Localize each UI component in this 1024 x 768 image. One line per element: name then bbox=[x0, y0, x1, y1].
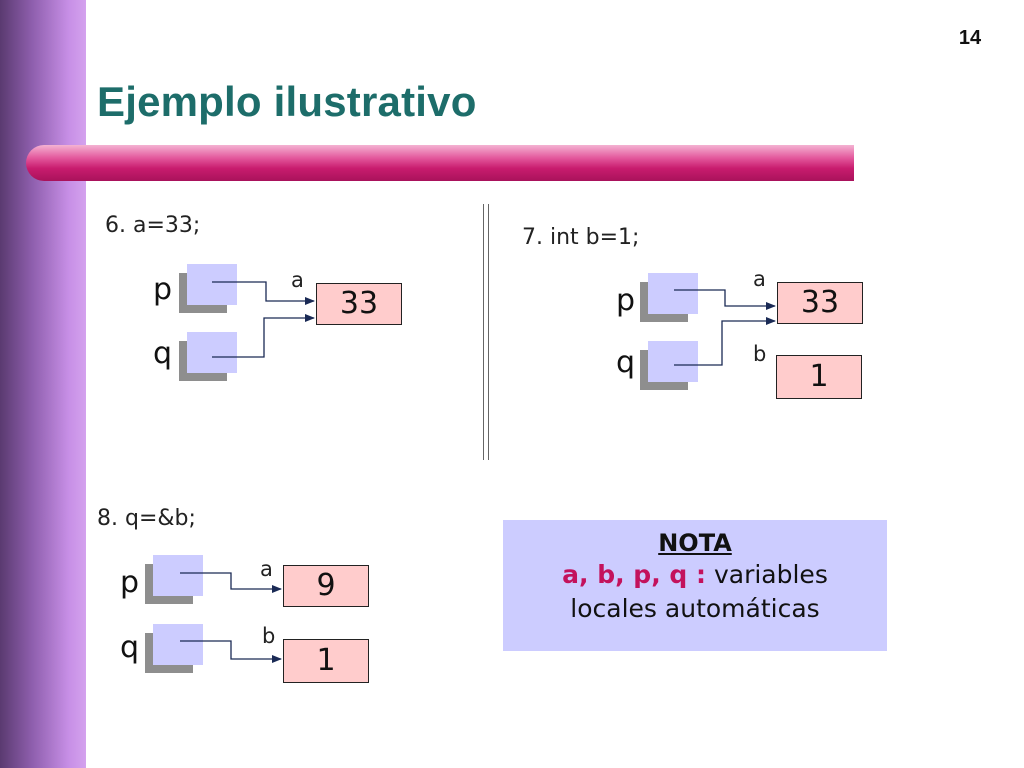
pointer-box-face bbox=[153, 555, 203, 596]
note-box: NOTA a, b, p, q : variables locales auto… bbox=[503, 520, 887, 651]
statement-6: 6. a=33; bbox=[105, 213, 201, 238]
vertical-divider bbox=[483, 204, 489, 460]
variable-b-label: b bbox=[262, 624, 276, 648]
pointer-q-label: q bbox=[120, 630, 140, 665]
pointer-box-face bbox=[187, 332, 237, 373]
slide-number: 14 bbox=[958, 27, 982, 49]
pointer-p-box bbox=[179, 264, 239, 318]
note-text-1: variables bbox=[706, 560, 828, 589]
pointer-p-label: p bbox=[616, 283, 636, 318]
variable-a-value: 9 bbox=[283, 565, 369, 607]
variable-b-value: 1 bbox=[283, 639, 369, 683]
pointer-box-face bbox=[187, 264, 237, 305]
pointer-box-face bbox=[648, 341, 698, 382]
variable-b-label: b bbox=[753, 342, 767, 366]
note-variables: a, b, p, q : bbox=[562, 560, 707, 589]
statement-7: 7. int b=1; bbox=[522, 225, 640, 250]
pointer-q-label: q bbox=[616, 345, 636, 380]
pointer-q-label: q bbox=[153, 336, 173, 371]
note-line-1: a, b, p, q : variables bbox=[503, 558, 887, 592]
variable-a-value: 33 bbox=[316, 283, 402, 325]
note-line-2: locales automáticas bbox=[570, 594, 820, 623]
pointer-q-box bbox=[145, 624, 205, 678]
pointer-p-box bbox=[640, 273, 700, 327]
slide-title: Ejemplo ilustrativo bbox=[97, 78, 477, 125]
variable-b-value: 1 bbox=[776, 355, 862, 399]
note-title: NOTA bbox=[658, 529, 732, 557]
variable-a-label: a bbox=[753, 267, 766, 291]
variable-a-label: a bbox=[291, 268, 304, 292]
pointer-p-box bbox=[145, 555, 205, 609]
pointer-q-box bbox=[179, 332, 239, 386]
title-underline-bar bbox=[26, 145, 854, 181]
pointer-box-face bbox=[153, 624, 203, 665]
pointer-box-face bbox=[648, 273, 698, 314]
pointer-p-label: p bbox=[120, 565, 140, 600]
variable-a-value: 33 bbox=[777, 282, 863, 324]
pointer-p-label: p bbox=[153, 272, 173, 307]
variable-a-label: a bbox=[260, 557, 273, 581]
side-decoration-bar bbox=[0, 0, 86, 768]
statement-8: 8. q=&b; bbox=[97, 506, 196, 531]
pointer-q-box bbox=[640, 341, 700, 395]
